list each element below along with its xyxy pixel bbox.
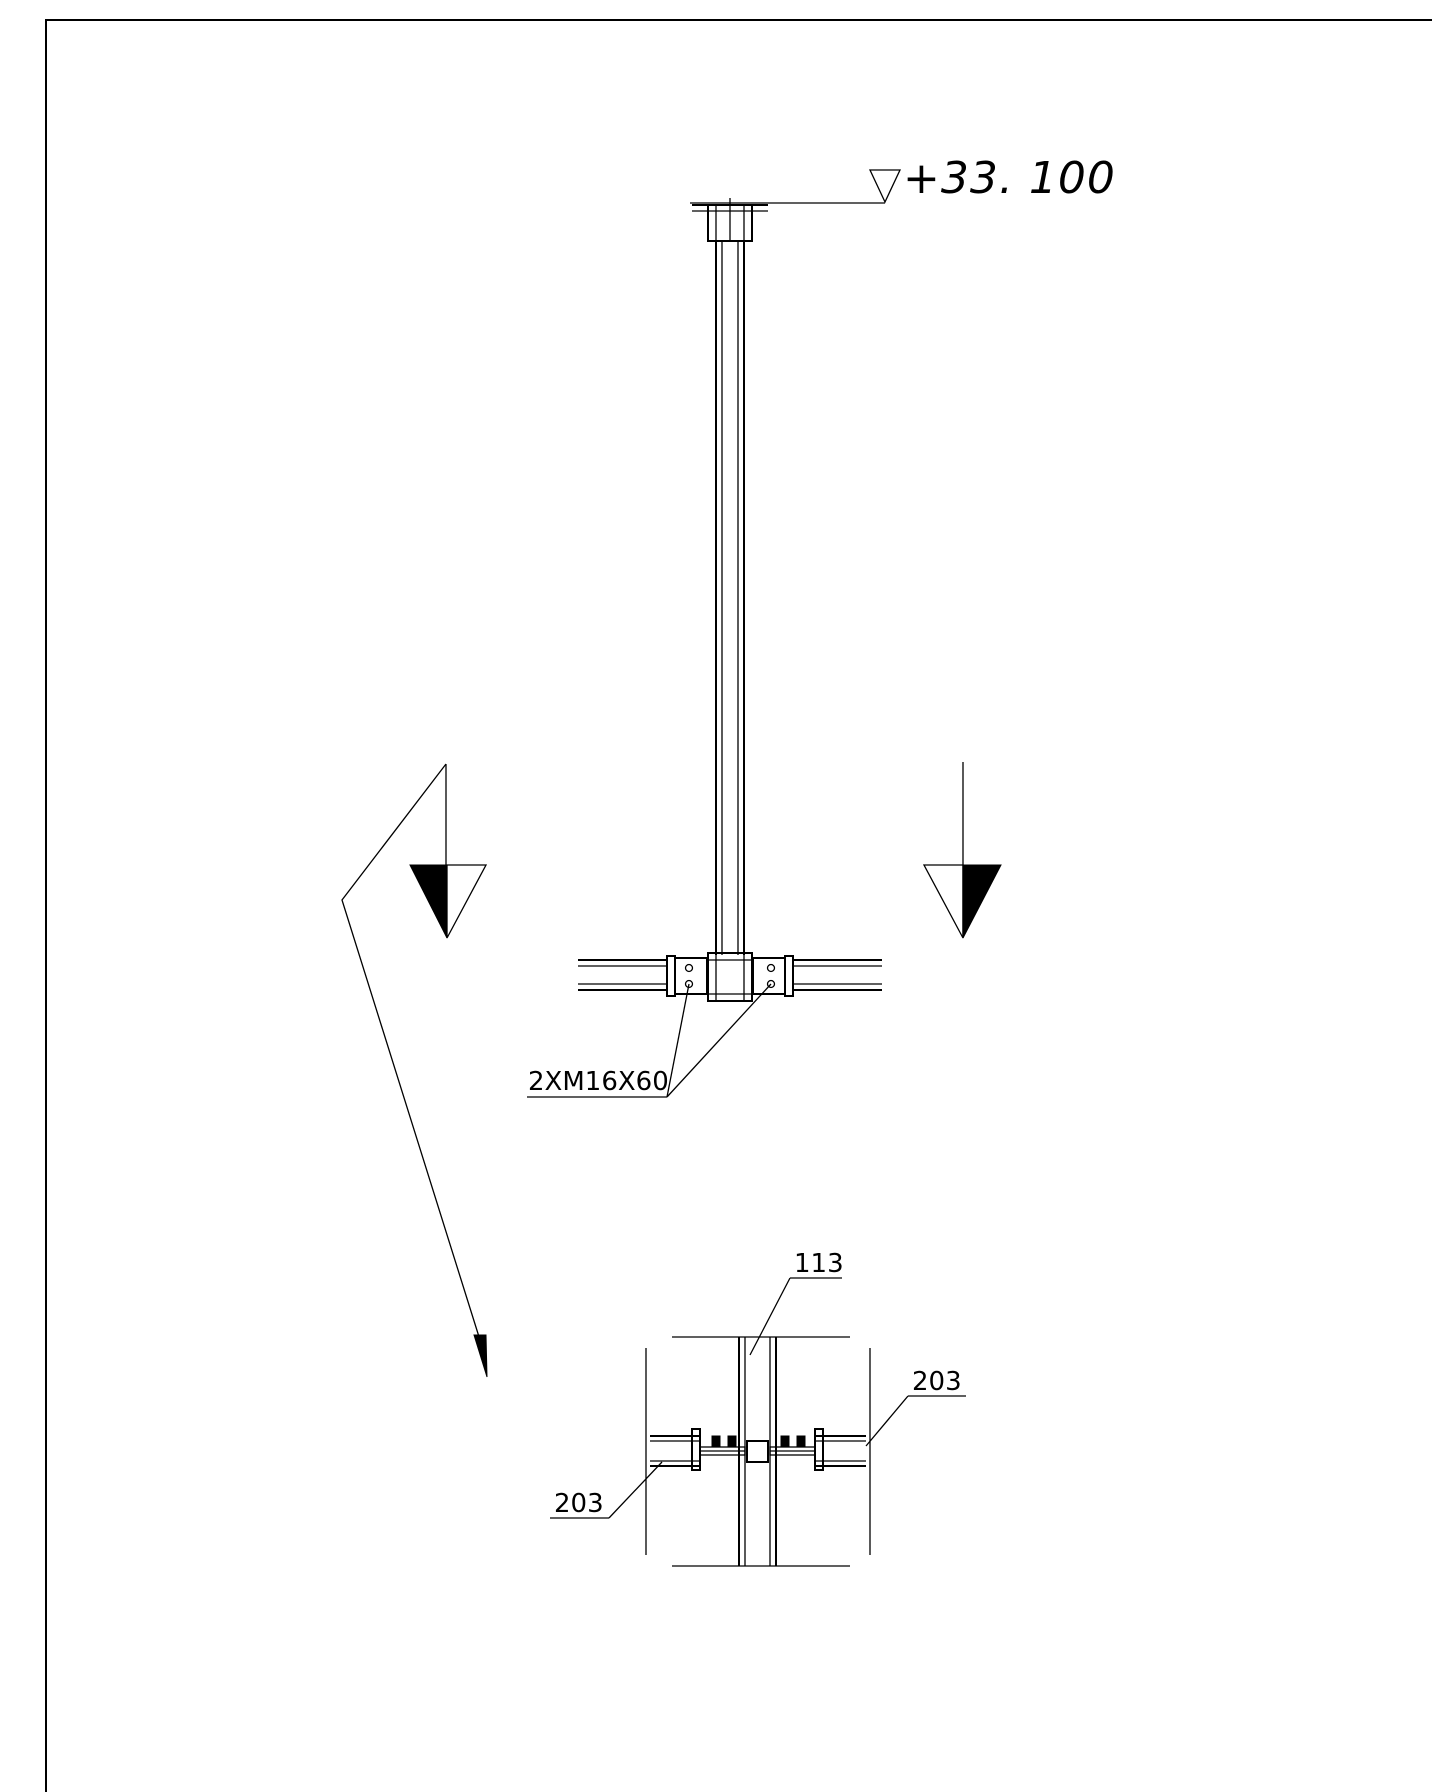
post-top-cap [692, 198, 768, 242]
beam-right-callout: 203 [865, 1367, 966, 1447]
plan-beam-right [769, 1428, 866, 1471]
drawing-frame [45, 19, 1432, 1792]
vertical-post [715, 241, 745, 955]
bolt-spec-label: 2XM16X60 [528, 1067, 669, 1097]
bolt-callout: 2XM16X60 [527, 983, 772, 1098]
connection-node [666, 952, 794, 1002]
post-callout-label: 113 [794, 1249, 844, 1279]
view-direction-pointer [341, 763, 488, 1378]
beam-right-callout-label: 203 [912, 1367, 962, 1397]
post-callout: 113 [749, 1249, 844, 1356]
elevation-label: +33. 100 [903, 153, 1116, 204]
plan-beam-left [650, 1428, 746, 1471]
beam-left-callout-label: 203 [554, 1489, 604, 1519]
section-arrow-right [922, 762, 1002, 939]
elevation-triangle [868, 169, 902, 204]
elevation-marker: +33. 100 [690, 153, 1116, 204]
horizontal-beam-left [578, 959, 666, 991]
horizontal-beam-right [794, 959, 882, 991]
plan-detail: 113 203 203 [550, 1249, 966, 1567]
beam-left-callout: 203 [550, 1461, 663, 1519]
section-arrow-left [409, 764, 488, 939]
